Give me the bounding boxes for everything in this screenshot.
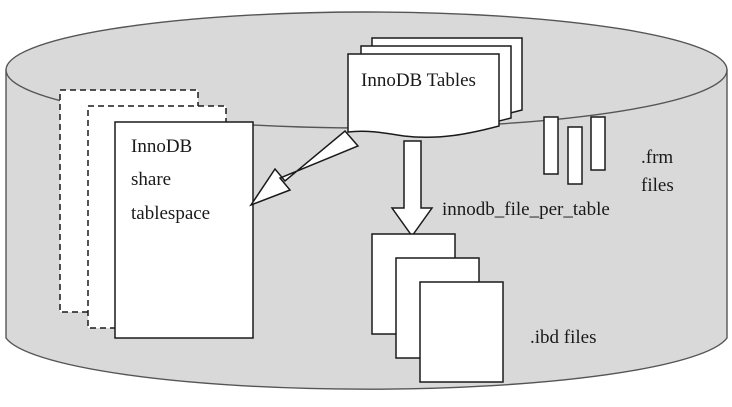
innodb-tables-label: InnoDB Tables — [361, 70, 476, 91]
ibd-file-front — [419, 281, 504, 383]
file-per-table-label: innodb_file_per_table — [442, 199, 610, 220]
innodb-table-doc-front — [347, 53, 500, 139]
innodb-tables-stack — [347, 37, 523, 139]
frm-label-line-2: files — [641, 175, 674, 196]
shared-tablespace-line-2: share — [131, 169, 171, 190]
shared-tablespace-line-3: tablespace — [131, 203, 210, 224]
shared-tablespace-line-1: InnoDB — [131, 136, 192, 157]
frm-file-1 — [543, 116, 559, 175]
frm-file-2 — [567, 126, 583, 185]
arrow-to-ibd-files — [390, 140, 434, 238]
ibd-files-stack — [371, 233, 504, 383]
frm-files — [543, 116, 606, 185]
frm-label-line-1: .frm — [641, 147, 673, 168]
ibd-files-label: .ibd files — [530, 327, 597, 348]
arrow-to-shared-tablespace — [249, 129, 360, 207]
shared-tablespace-page — [114, 121, 254, 339]
frm-file-3 — [590, 116, 606, 171]
